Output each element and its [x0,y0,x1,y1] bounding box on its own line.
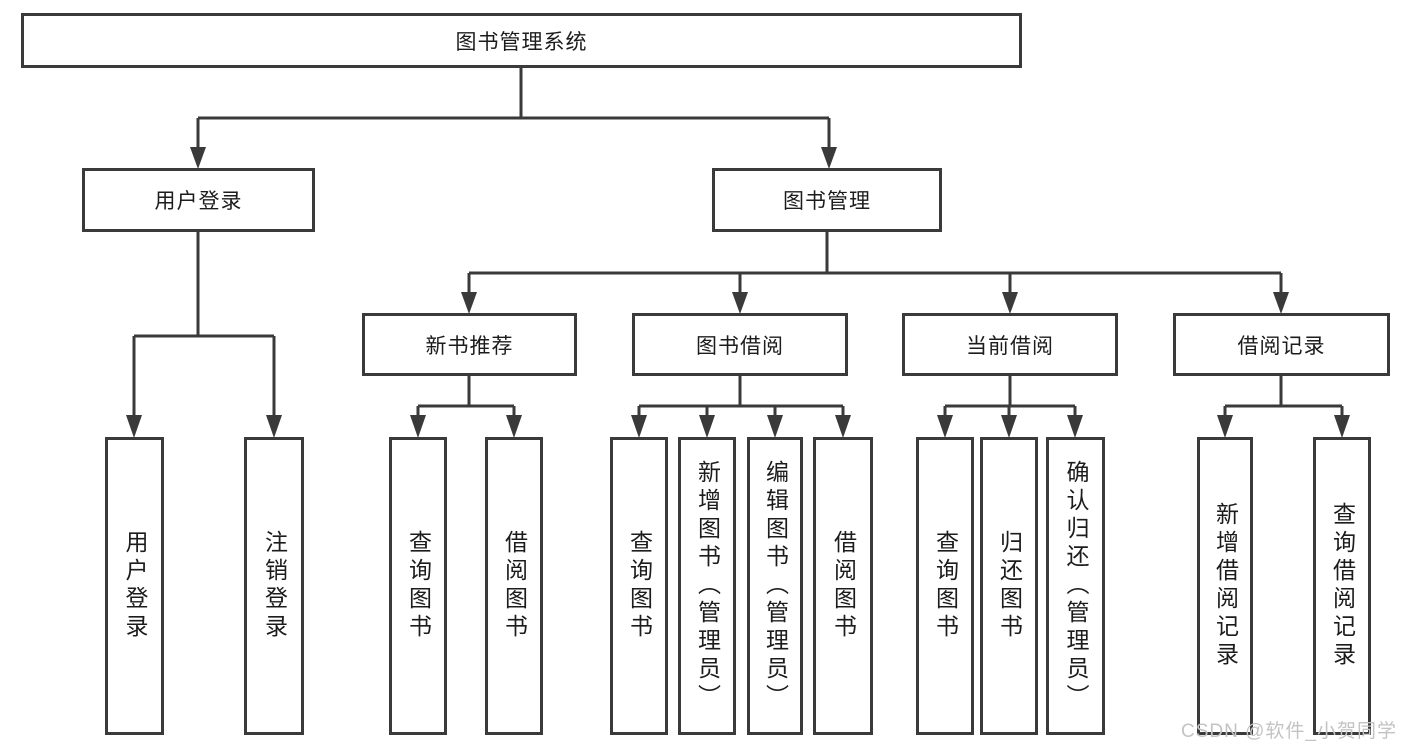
leaf-borrow-query-books: 查询图书 [610,437,668,735]
node-new-book-recommend: 新书推荐 [362,313,577,376]
leaf-label: 查询图书 [626,530,653,642]
leaf-label: 查询图书 [405,530,432,642]
leaf-newbook-borrow-books: 借阅图书 [485,437,543,735]
node-root: 图书管理系统 [21,13,1022,68]
leaf-current-query-books: 查询图书 [916,437,974,735]
leaf-label: 编辑图书（管理员） [762,460,789,712]
leaf-borrow-edit-books-admin: 编辑图书（管理员） [747,437,803,735]
node-current-borrow-label: 当前借阅 [966,334,1054,358]
leaf-records-query-record: 查询借阅记录 [1313,437,1371,735]
node-new-book-recommend-label: 新书推荐 [425,334,514,358]
leaf-label: 查询借阅记录 [1329,502,1356,670]
leaf-label: 借阅图书 [830,530,857,642]
node-root-label: 图书管理系统 [455,30,588,54]
node-user-login: 用户登录 [82,168,315,232]
node-user-login-label: 用户登录 [154,190,243,213]
node-current-borrow: 当前借阅 [902,313,1118,376]
node-book-management-label: 图书管理 [783,190,871,213]
arrowheads [126,147,1350,438]
leaf-label: 注销登录 [261,530,288,642]
leaf-label: 用户登录 [122,530,148,642]
node-book-borrow-label: 图书借阅 [696,334,784,358]
leaf-label: 归还图书 [996,530,1023,642]
leaf-label: 确认归还（管理员） [1063,460,1089,712]
leaf-current-confirm-return-admin: 确认归还（管理员） [1046,437,1105,735]
leaf-borrow-add-books-admin: 新增图书（管理员） [678,437,736,735]
node-book-borrow: 图书借阅 [632,313,848,376]
node-book-management: 图书管理 [712,168,942,232]
leaf-user-login: 用户登录 [105,437,164,735]
leaf-logout: 注销登录 [244,437,304,735]
node-borrow-records-label: 借阅记录 [1237,334,1326,358]
leaf-current-return-books: 归还图书 [980,437,1038,735]
leaf-label: 新增借阅记录 [1212,502,1239,670]
leaf-label: 查询图书 [932,530,959,642]
leaf-label: 借阅图书 [501,530,528,642]
leaf-label: 新增图书（管理员） [694,460,721,712]
leaf-records-add-record: 新增借阅记录 [1197,437,1253,735]
leaf-newbook-query-books: 查询图书 [389,437,447,735]
node-borrow-records: 借阅记录 [1173,313,1390,376]
csdn-watermark: CSDN @软件_小贺同学 [1181,721,1397,742]
leaf-borrow-borrow-books: 借阅图书 [813,437,873,735]
